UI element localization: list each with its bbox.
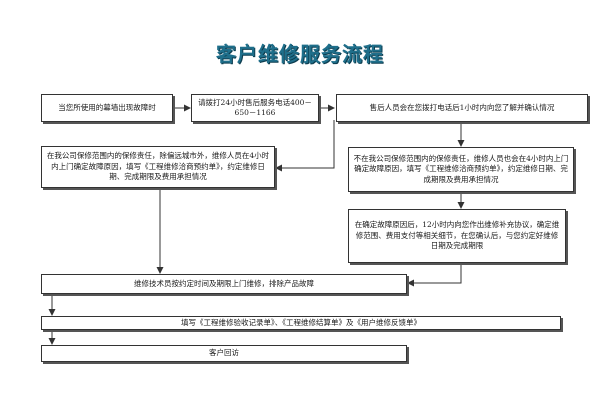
- step-out-of-warranty: 不在我公司保修范围内的保修责任，维修人员也会在4小时内上门确定故障原因，填写《工…: [348, 147, 574, 192]
- step-in-warranty: 在我公司保修范围内的保修责任，除偏远城市外，维修人员在4小时内上门确定故障原因，…: [41, 146, 275, 188]
- arrow-s3-s4: [275, 120, 335, 172]
- step-fill-forms: 填写《工程维修验收记录单》、《工程维修结算单》及《用户维修反馈单》: [41, 316, 561, 330]
- step-fault-occurs: 当您所使用的幕墙出现故障时: [41, 94, 173, 122]
- step-call-hotline: 请拨打24小时售后服务电话400－650－1166: [191, 94, 319, 122]
- page-title: 客户维修服务流程: [216, 42, 384, 66]
- arrow-s6-s7: [407, 264, 462, 287]
- step-confirm-situation: 售后人员会在您拨打电话后1小时内向您了解并确认情况: [336, 94, 588, 122]
- step-onsite-repair: 维修技术员按约定时间及期限上门维修，排除产品故障: [41, 274, 407, 294]
- step-customer-followup: 客户回访: [41, 345, 407, 362]
- step-supplement-agreement: 在确定故障原因后，12小时内向您作出维修补充协议，确定维修范围、费用支付等相关细…: [348, 209, 566, 263]
